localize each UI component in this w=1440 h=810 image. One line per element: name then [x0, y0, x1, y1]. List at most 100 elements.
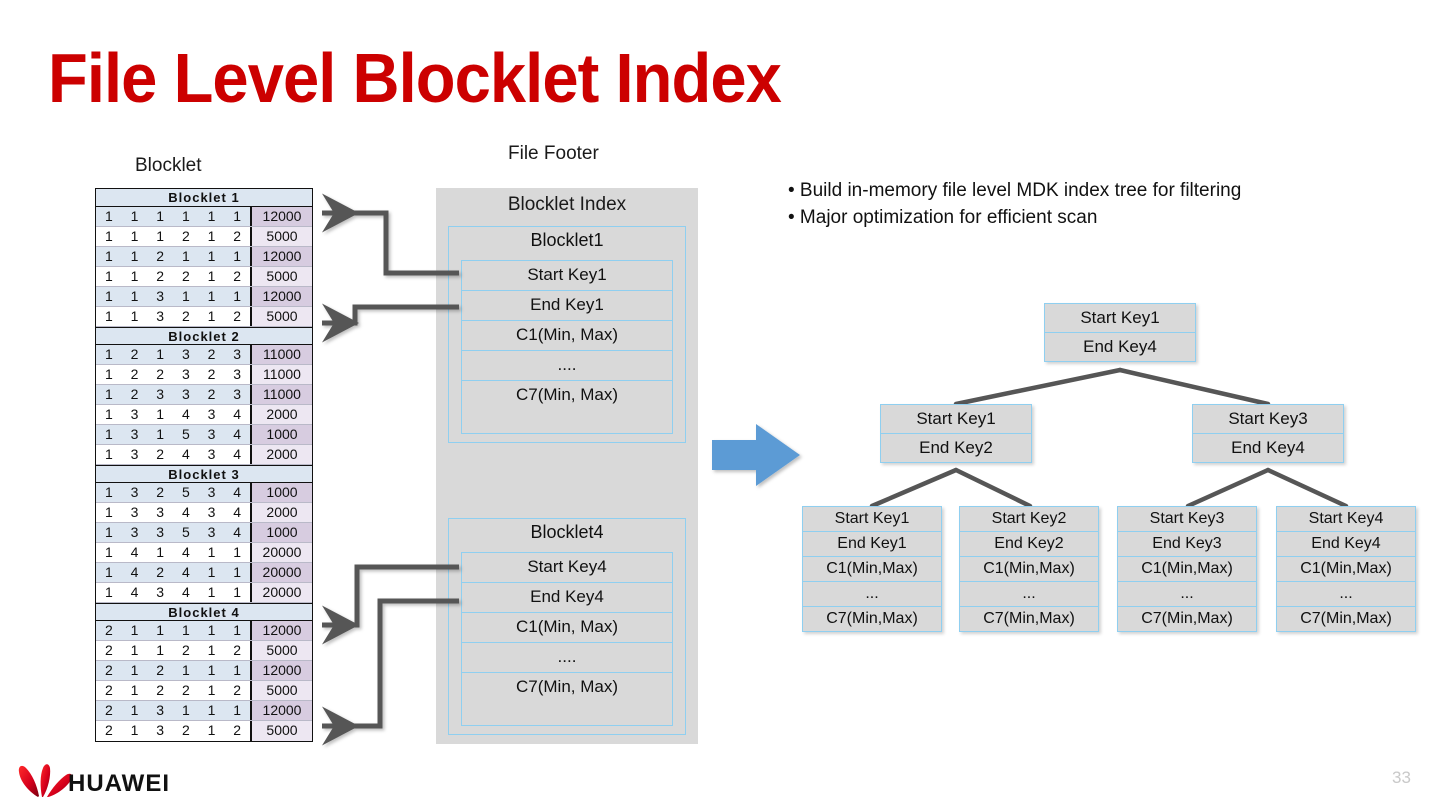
- dimension-cell: 1: [181, 622, 190, 638]
- dimension-cell: 2: [156, 564, 165, 580]
- measure-cell: 12000: [252, 701, 312, 720]
- dimension-cell: 3: [156, 504, 165, 520]
- dimension-cell: 3: [233, 346, 242, 362]
- measure-cell: 20000: [252, 543, 312, 562]
- dimension-cell: 2: [130, 386, 139, 402]
- tree-node-row: Start Key1: [803, 507, 941, 532]
- dimension-cell: 4: [181, 406, 190, 422]
- dimension-cell: 2: [104, 682, 113, 698]
- dimension-cell: 4: [233, 406, 242, 422]
- dimension-cell: 1: [130, 268, 139, 284]
- dimension-cell: 2: [181, 722, 190, 738]
- dimension-cell: 4: [233, 524, 242, 540]
- dimension-cell: 1: [233, 208, 242, 224]
- dimension-cell: 2: [156, 682, 165, 698]
- dimension-cell: 2: [181, 268, 190, 284]
- measure-cell: 12000: [252, 661, 312, 680]
- dimension-cell: 2: [156, 268, 165, 284]
- measure-cell: 5000: [252, 641, 312, 660]
- dimension-cell: 1: [207, 702, 216, 718]
- dimension-cell: 1: [207, 544, 216, 560]
- blocklet-index-title: Blocklet Index: [507, 194, 627, 215]
- measure-cell: 2000: [252, 405, 312, 424]
- dimension-cell: 1: [207, 622, 216, 638]
- measure-cell: 5000: [252, 267, 312, 286]
- dimension-cell: 1: [207, 288, 216, 304]
- dimension-cell: 5: [181, 524, 190, 540]
- footer-index-cell: End Key4: [462, 583, 672, 613]
- dimension-cell: 3: [181, 346, 190, 362]
- dimension-cell: 1: [104, 406, 113, 422]
- dimension-cell: 3: [156, 288, 165, 304]
- tree-node-row: C7(Min,Max): [1141, 610, 1233, 627]
- dimension-cell: 3: [156, 584, 165, 600]
- dimension-cell: 1: [104, 228, 113, 244]
- dimension-cell: 1: [130, 622, 139, 638]
- dimension-cell: 1: [233, 544, 242, 560]
- dimension-cell: 3: [207, 406, 216, 422]
- tree-node-row: End Key1: [803, 532, 941, 557]
- label-blocklet: Blocklet: [135, 155, 202, 176]
- bullet-item: • Major optimization for efficient scan: [788, 207, 1098, 228]
- dimension-cell: 3: [233, 386, 242, 402]
- dimension-cell: 1: [104, 308, 113, 324]
- dimension-cell: 1: [104, 366, 113, 382]
- dimension-cell: 2: [156, 484, 165, 500]
- dimension-cell: 1: [207, 584, 216, 600]
- dimension-cell: 3: [130, 446, 139, 462]
- footer-index-cell: ....: [462, 351, 672, 381]
- dimension-cell: 2: [233, 682, 242, 698]
- dimension-cell: 2: [181, 642, 190, 658]
- dimension-cell: 1: [104, 544, 113, 560]
- footer-index-cell: ....: [462, 643, 672, 673]
- dimension-cell: 2: [181, 308, 190, 324]
- tree-node-row: End Key4: [1083, 337, 1157, 356]
- dimension-cell: 2: [233, 268, 242, 284]
- tree-node-row: Start Key3: [1118, 507, 1256, 532]
- footer-index-cell: C7(Min, Max): [462, 381, 672, 410]
- tree-node-row: C1(Min,Max): [960, 557, 1098, 582]
- measure-cell: 11000: [252, 365, 312, 384]
- dimension-cell: 3: [207, 484, 216, 500]
- dimension-cell: 1: [233, 584, 242, 600]
- dimension-cell: 1: [104, 346, 113, 362]
- dimension-cell: 4: [233, 446, 242, 462]
- dimension-cell: 1: [156, 622, 165, 638]
- measure-cell: 5000: [252, 721, 312, 741]
- dimension-cell: 1: [233, 564, 242, 580]
- dimension-cell: 3: [181, 366, 190, 382]
- dimension-cell: 1: [207, 308, 216, 324]
- dimension-cell: 1: [207, 682, 216, 698]
- tree-node-row: End Key2: [919, 438, 993, 457]
- dimension-cell: 1: [130, 288, 139, 304]
- dimension-cell: 2: [207, 346, 216, 362]
